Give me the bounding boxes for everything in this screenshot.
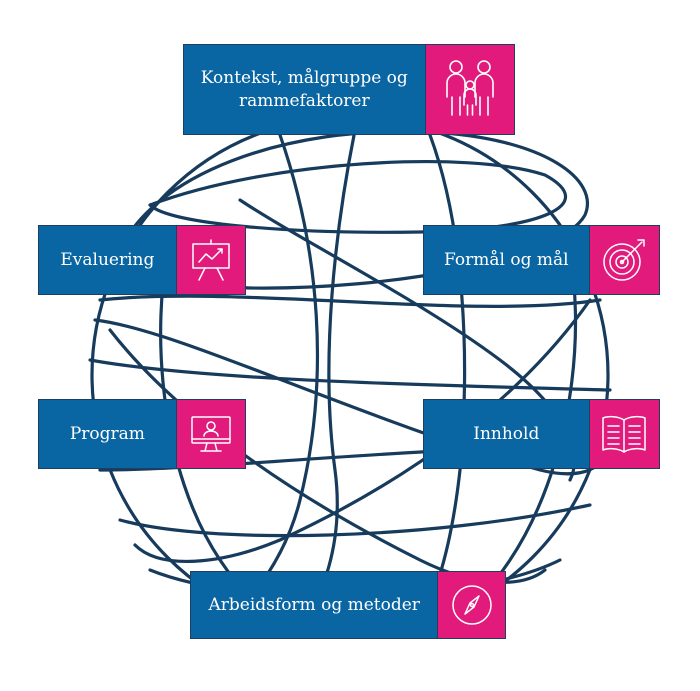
node-innhold-label: Innhold [424, 400, 589, 468]
node-kontekst-label: Kontekst, målgruppe og rammefaktorer [184, 45, 425, 134]
node-evaluering: Evaluering [38, 225, 246, 295]
monitor-user-icon [175, 400, 245, 468]
node-program-label: Program [39, 400, 176, 468]
node-program: Program [38, 399, 246, 469]
meridian-right [413, 133, 467, 632]
sphere-lines [88, 115, 612, 635]
node-arbeidsform-label: Arbeidsform og metoder [191, 572, 438, 638]
node-innhold: Innhold [423, 399, 660, 469]
node-evaluering-label: Evaluering [39, 226, 176, 294]
node-formal: Formål og mål [423, 225, 660, 295]
presentation-chart-icon [175, 226, 245, 294]
family-icon [424, 45, 514, 134]
loop-top [148, 160, 568, 234]
target-icon [588, 226, 659, 294]
cross-curve-b [133, 298, 592, 564]
band-bottom [118, 503, 592, 538]
node-formal-label: Formål og mål [424, 226, 589, 294]
open-book-icon [588, 400, 659, 468]
band-upper [98, 294, 602, 308]
node-kontekst: Kontekst, målgruppe og rammefaktorer [183, 44, 515, 135]
compass-icon [437, 572, 505, 638]
node-arbeidsform: Arbeidsform og metoder [190, 571, 506, 639]
